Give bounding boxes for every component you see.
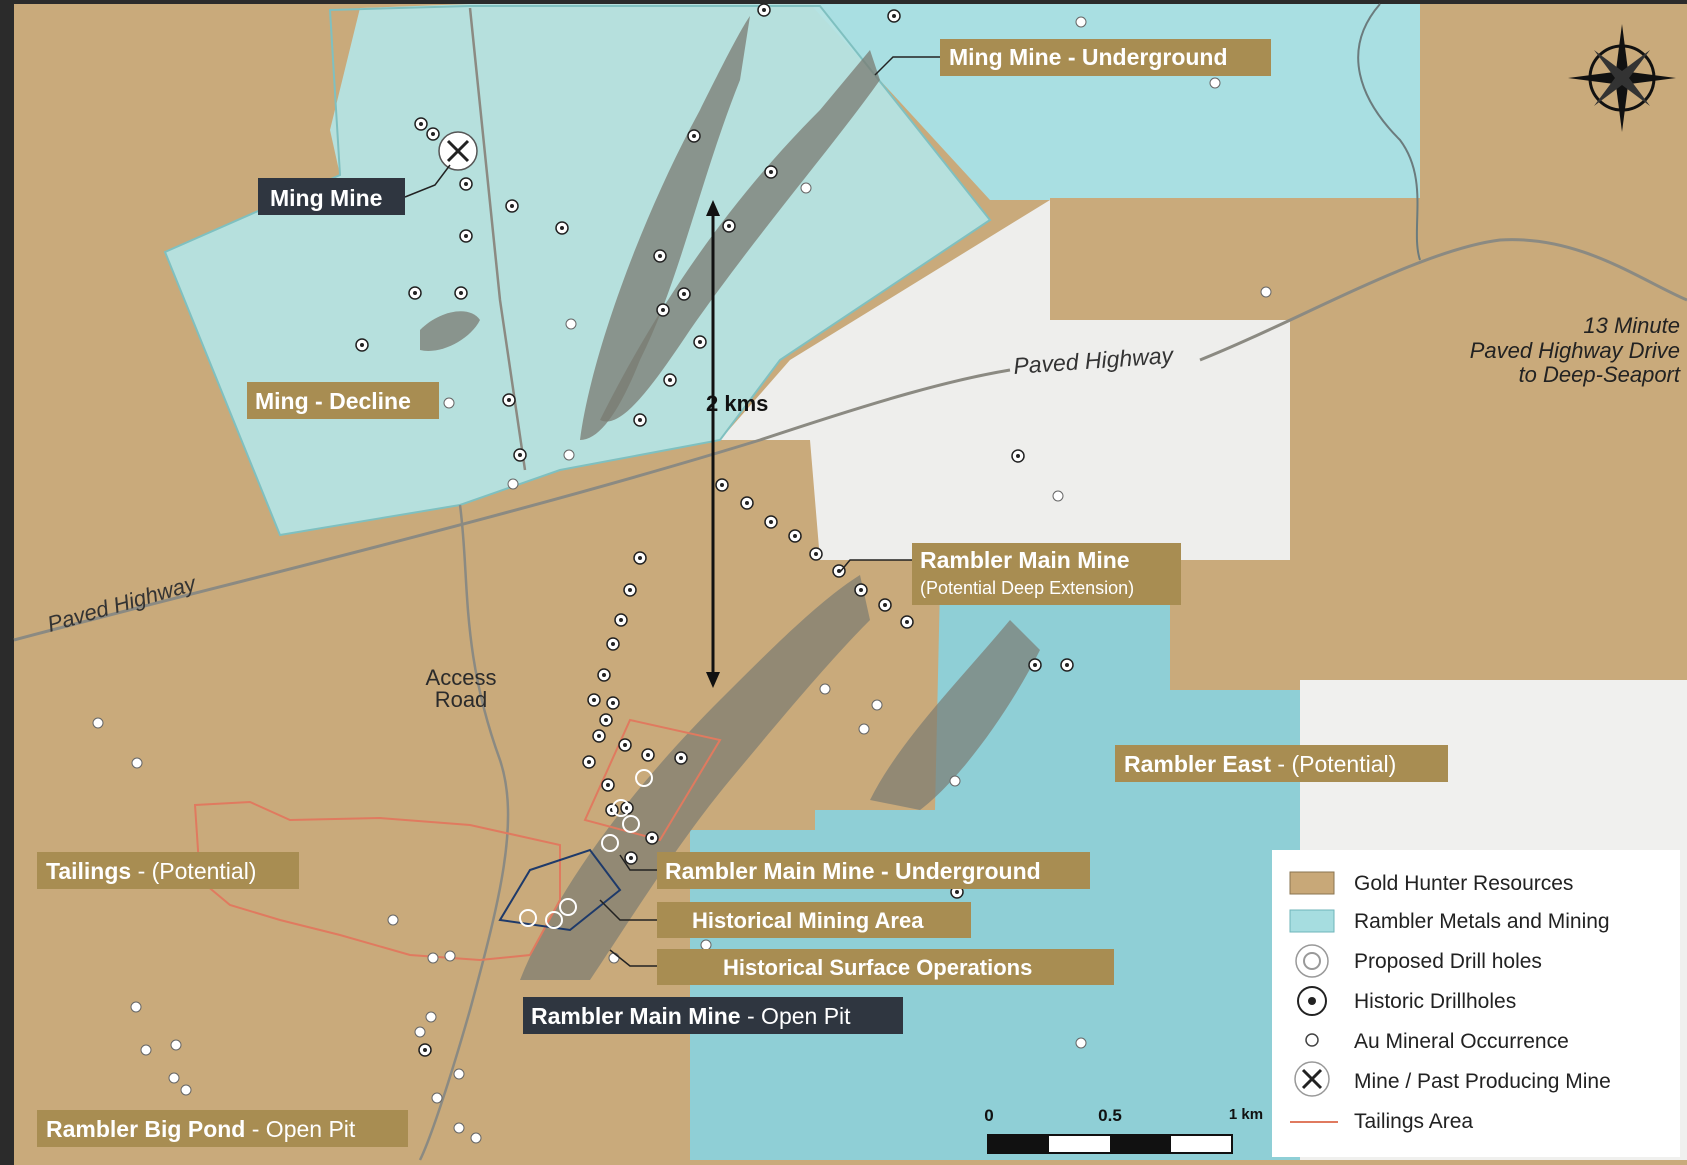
two-kms-label: 2 kms	[706, 391, 768, 416]
tailings-rest-text: - (Potential)	[131, 858, 256, 884]
paved-highway-road-east	[1199, 238, 1687, 362]
access-road	[418, 504, 510, 1161]
legend-item-au-occurrence: Au Mineral Occurrence	[1305, 1030, 1569, 1053]
pick-and-shovel-icon	[1294, 1061, 1330, 1097]
legend-item-tailings: Tailings Area	[1290, 1110, 1473, 1133]
unclaimed-area-north	[720, 200, 1290, 560]
legend-item-rambler-metals: Rambler Metals and Mining	[1289, 909, 1610, 933]
svg-text:Rambler East - (Potential): Rambler East - (Potential)	[1124, 751, 1396, 777]
tan-swatch-icon	[1289, 871, 1335, 895]
rambler-main-mine-subtext: (Potential Deep Extension)	[920, 578, 1134, 598]
rambler-deep-orebody	[870, 620, 1040, 810]
rambler-orebody	[520, 575, 870, 980]
svg-text:Rambler Big Pond - Open Pit: Rambler Big Pond - Open Pit	[46, 1116, 356, 1142]
ming-mine-underground-text: Ming Mine - Underground	[949, 44, 1228, 70]
legend-label-0: Gold Hunter Resources	[1354, 872, 1573, 895]
label-rambler-main-mine: Rambler Main Mine (Potential Deep Extens…	[912, 543, 1181, 605]
access-road-line-2: Road	[435, 687, 488, 712]
tailings-area	[193, 800, 561, 962]
legend-label-2: Proposed Drill holes	[1354, 950, 1542, 973]
legend-panel: Gold Hunter Resources Rambler Metals and…	[1272, 850, 1680, 1157]
compass-rose-icon	[1568, 24, 1676, 132]
big-pond-bold-text: Rambler Big Pond	[46, 1116, 245, 1142]
access-road-line-1: Access	[426, 665, 497, 690]
historical-surface-ops-text: Historical Surface Operations	[723, 955, 1032, 980]
arrow-head-up	[706, 200, 720, 216]
label-rambler-east: Rambler East - (Potential)	[1115, 745, 1448, 782]
ming-mine-text: Ming Mine	[270, 185, 382, 211]
legend-item-proposed-drill: Proposed Drill holes	[1295, 944, 1542, 978]
paved-highway-road	[13, 368, 1011, 642]
label-rambler-big-pond: Rambler Big Pond - Open Pit	[37, 1110, 408, 1147]
ming-mine-pick-icon	[438, 131, 478, 171]
ming-access-road	[468, 7, 527, 471]
historical-mining-area-text: Historical Mining Area	[692, 908, 924, 933]
label-ming-mine: Ming Mine	[258, 178, 405, 215]
tailings-bold-text: Tailings	[46, 858, 131, 884]
legend-label-6: Tailings Area	[1354, 1110, 1473, 1133]
legend-label-4: Au Mineral Occurrence	[1354, 1030, 1569, 1053]
small-circle-icon	[1305, 1033, 1319, 1047]
stream-line	[1357, 3, 1421, 261]
historical-surface-outline	[498, 848, 622, 932]
ming-decline-orebody	[420, 311, 480, 351]
tailings-area-small	[583, 718, 722, 842]
svg-text:Rambler Main Mine - Open Pit: Rambler Main Mine - Open Pit	[531, 1003, 851, 1029]
scale-tick-0: 0	[984, 1106, 993, 1125]
label-historical-surface-ops: Historical Surface Operations	[657, 949, 1114, 985]
double-ring-icon	[1295, 944, 1329, 978]
open-pit-bold-text: Rambler Main Mine	[531, 1003, 741, 1029]
open-pit-rest-text: - Open Pit	[741, 1003, 852, 1029]
seaport-line-2: Paved Highway Drive	[1470, 338, 1680, 363]
big-pond-rest-text: - Open Pit	[245, 1116, 356, 1142]
rambler-east-rest-text: - (Potential)	[1271, 751, 1396, 777]
scale-bar: 0 0.5 1 km	[984, 1106, 1263, 1154]
rambler-main-mine-text: Rambler Main Mine	[920, 547, 1130, 573]
arrow-head-down	[706, 672, 720, 688]
seaport-line-1: 13 Minute	[1583, 313, 1680, 338]
label-tailings: Tailings - (Potential)	[37, 852, 299, 889]
cyan-swatch-icon	[1289, 909, 1335, 933]
leader-lines	[404, 56, 940, 967]
proposed-drill-holes	[519, 769, 653, 929]
label-historical-mining-area: Historical Mining Area	[657, 902, 971, 938]
label-rambler-underground: Rambler Main Mine - Underground	[657, 852, 1090, 889]
legend-label-5: Mine / Past Producing Mine	[1354, 1070, 1611, 1093]
legend-item-historic-drill: Historic Drillholes	[1297, 986, 1516, 1016]
label-ming-decline: Ming - Decline	[247, 382, 439, 419]
ming-orebody-west	[580, 16, 750, 440]
svg-text:Tailings - (Potential): Tailings - (Potential)	[46, 858, 256, 884]
legend-label-3: Historic Drillholes	[1354, 990, 1516, 1013]
ming-orebody-east	[600, 50, 880, 422]
historic-drillholes	[355, 3, 1074, 1057]
label-rambler-open-pit: Rambler Main Mine - Open Pit	[523, 997, 903, 1034]
seaport-line-3: to Deep-Seaport	[1519, 362, 1681, 387]
au-mineral-occurrences	[92, 16, 1272, 1144]
scale-tick-end: 1 km	[1229, 1106, 1263, 1123]
legend-item-gold-hunter: Gold Hunter Resources	[1289, 871, 1573, 895]
legend-label-1: Rambler Metals and Mining	[1354, 910, 1610, 933]
rambler-underground-text: Rambler Main Mine - Underground	[665, 858, 1041, 884]
dot-in-circle-icon	[1297, 986, 1327, 1016]
ming-decline-text: Ming - Decline	[255, 388, 411, 414]
rambler-east-bold-text: Rambler East	[1124, 751, 1271, 777]
label-ming-mine-underground: Ming Mine - Underground	[940, 39, 1271, 76]
legend-item-mine: Mine / Past Producing Mine	[1294, 1061, 1611, 1097]
scale-tick-mid: 0.5	[1098, 1106, 1122, 1125]
